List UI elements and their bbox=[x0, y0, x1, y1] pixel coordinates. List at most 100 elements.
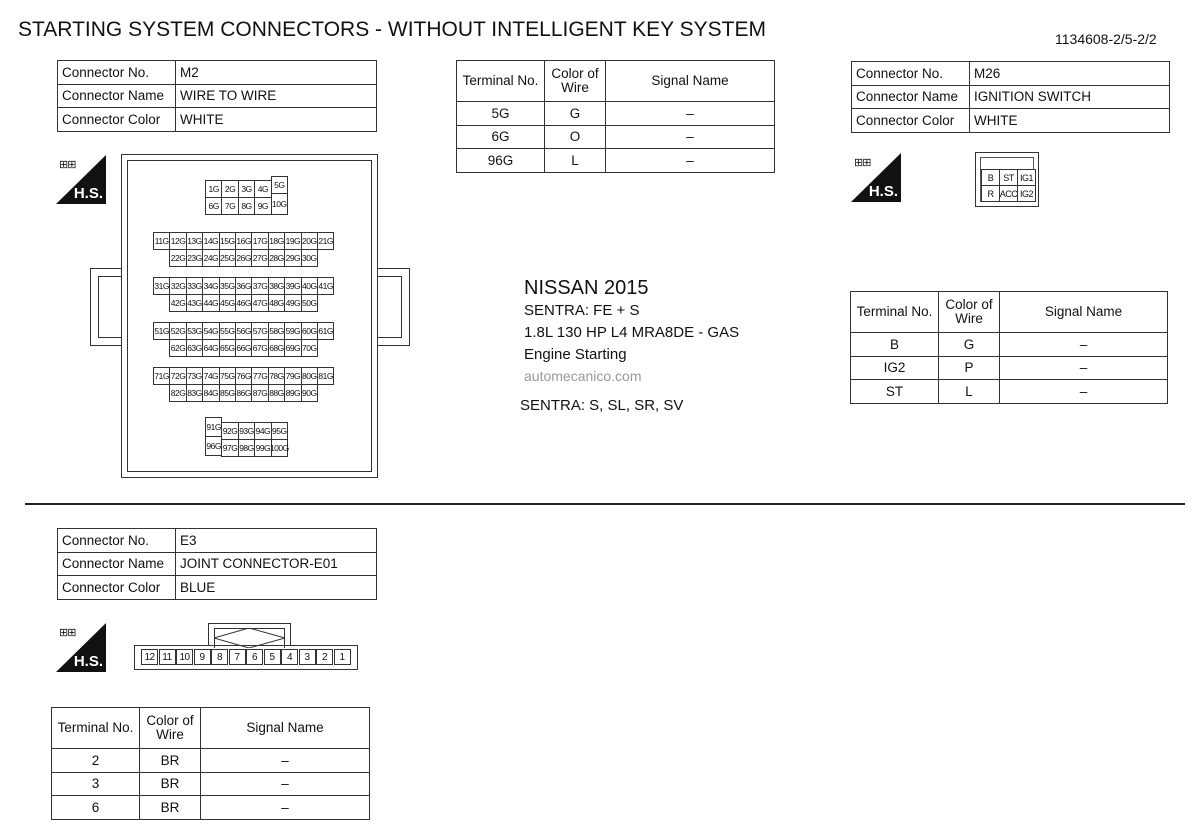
wire-color: G bbox=[938, 332, 1000, 357]
connector-pin: 96G bbox=[205, 436, 223, 456]
header-terminal-no: Terminal No. bbox=[456, 60, 545, 102]
m2-connector-name: WIRE TO WIRE bbox=[175, 83, 377, 108]
label: Connector Color bbox=[57, 575, 176, 600]
connector-pin: 75G bbox=[218, 367, 236, 385]
connector-pin: 48G bbox=[267, 294, 286, 312]
connector-pin: B bbox=[981, 169, 1000, 186]
header-terminal-no: Terminal No. bbox=[850, 291, 939, 333]
connector-pin: 93G bbox=[237, 422, 256, 440]
m2-connector-no: M2 bbox=[175, 60, 377, 85]
connector-pin: 50G bbox=[300, 294, 318, 312]
connector-pin: 9G bbox=[254, 197, 272, 215]
connector-pin: 15G bbox=[218, 232, 236, 250]
connector-pin: 1 bbox=[333, 649, 351, 665]
terminal-no: 6G bbox=[456, 124, 545, 149]
e3-connector-no: E3 bbox=[175, 528, 377, 553]
connector-pin: 84G bbox=[202, 384, 220, 402]
connector-pin: 34G bbox=[202, 277, 220, 295]
harness-side-icon: ⊞⊞H.S. bbox=[56, 155, 106, 204]
connector-pin: 19G bbox=[284, 232, 302, 250]
e3-connector-name: JOINT CONNECTOR-E01 bbox=[175, 551, 377, 576]
connector-pin: 61G bbox=[317, 322, 335, 340]
connector-pin: 46G bbox=[235, 294, 253, 312]
connector-pin: 47G bbox=[251, 294, 269, 312]
header-signal-name: Signal Name bbox=[999, 291, 1168, 333]
connector-pin: 9 bbox=[193, 649, 211, 665]
connector-pin: 97G bbox=[221, 439, 239, 457]
connector-pin: 10G bbox=[270, 193, 288, 215]
terminal-no: IG2 bbox=[850, 355, 939, 380]
connector-pin: 58G bbox=[267, 322, 286, 340]
connector-pin: 28G bbox=[267, 249, 286, 267]
vehicle-engine: 1.8L 130 HP L4 MRA8DE - GAS bbox=[524, 324, 740, 341]
connector-pin: 33G bbox=[185, 277, 204, 295]
connector-pin: 5 bbox=[263, 649, 281, 665]
signal-name: – bbox=[999, 379, 1168, 404]
connector-pin: 27G bbox=[251, 249, 269, 267]
terminal-no: ST bbox=[850, 379, 939, 404]
connector-pin: 32G bbox=[169, 277, 187, 295]
connector-pin: 4G bbox=[254, 180, 272, 198]
signal-name: – bbox=[999, 332, 1168, 357]
terminal-no: 3 bbox=[51, 771, 140, 796]
connector-pin: 82G bbox=[169, 384, 187, 402]
connector-pin: 23G bbox=[185, 249, 204, 267]
header-signal-name: Signal Name bbox=[200, 707, 370, 749]
connector-pin: 79G bbox=[284, 367, 302, 385]
connector-pin: 80G bbox=[300, 367, 318, 385]
connector-pin: 62G bbox=[169, 339, 187, 357]
connector-pin: 55G bbox=[218, 322, 236, 340]
header-terminal-no: Terminal No. bbox=[51, 707, 140, 749]
connector-pin: R bbox=[981, 185, 1000, 202]
label: Connector Name bbox=[851, 84, 970, 109]
terminal-no: 6 bbox=[51, 795, 140, 820]
connector-pin: 77G bbox=[251, 367, 269, 385]
connector-pin: 95G bbox=[270, 422, 288, 440]
connector-pin: 76G bbox=[235, 367, 253, 385]
document-code: 1134608-2/5-2/2 bbox=[1055, 31, 1157, 47]
connector-pin: 63G bbox=[185, 339, 204, 357]
connector-pin: 52G bbox=[169, 322, 187, 340]
connector-pin: 13G bbox=[185, 232, 204, 250]
m26-connector-no: M26 bbox=[969, 61, 1170, 86]
harness-side-icon: ⊞⊞H.S. bbox=[851, 153, 901, 202]
connector-pin: 12G bbox=[169, 232, 187, 250]
connector-pin: 41G bbox=[317, 277, 335, 295]
connector-pin: 68G bbox=[267, 339, 286, 357]
signal-name: – bbox=[605, 124, 775, 149]
connector-pin: 31G bbox=[153, 277, 171, 295]
connector-pin: 98G bbox=[237, 439, 256, 457]
connector-pin: 30G bbox=[300, 249, 318, 267]
signal-name: – bbox=[200, 771, 370, 796]
connector-pin: 60G bbox=[300, 322, 318, 340]
connector-pin: 90G bbox=[300, 384, 318, 402]
connector-pin: 12 bbox=[141, 649, 158, 665]
connector-pin: 81G bbox=[317, 367, 335, 385]
terminal-no: 96G bbox=[456, 148, 545, 173]
signal-name: – bbox=[200, 748, 370, 773]
connector-pin: 7 bbox=[228, 649, 246, 665]
connector-pin: 10 bbox=[176, 649, 193, 665]
wire-color: L bbox=[544, 148, 606, 173]
terminal-no: 5G bbox=[456, 101, 545, 126]
connector-pin: 36G bbox=[235, 277, 253, 295]
connector-pin: 39G bbox=[284, 277, 302, 295]
connector-pin: 25G bbox=[218, 249, 236, 267]
section-divider bbox=[25, 503, 1185, 505]
connector-pin: 71G bbox=[153, 367, 171, 385]
label: Connector Color bbox=[851, 108, 970, 133]
connector-pin: ST bbox=[999, 169, 1018, 186]
connector-pin: IG2 bbox=[1017, 185, 1036, 202]
connector-pin: 99G bbox=[254, 439, 272, 457]
connector-pin: 66G bbox=[235, 339, 253, 357]
vehicle-model: SENTRA: FE + S bbox=[524, 302, 640, 319]
connector-pin: 64G bbox=[202, 339, 220, 357]
